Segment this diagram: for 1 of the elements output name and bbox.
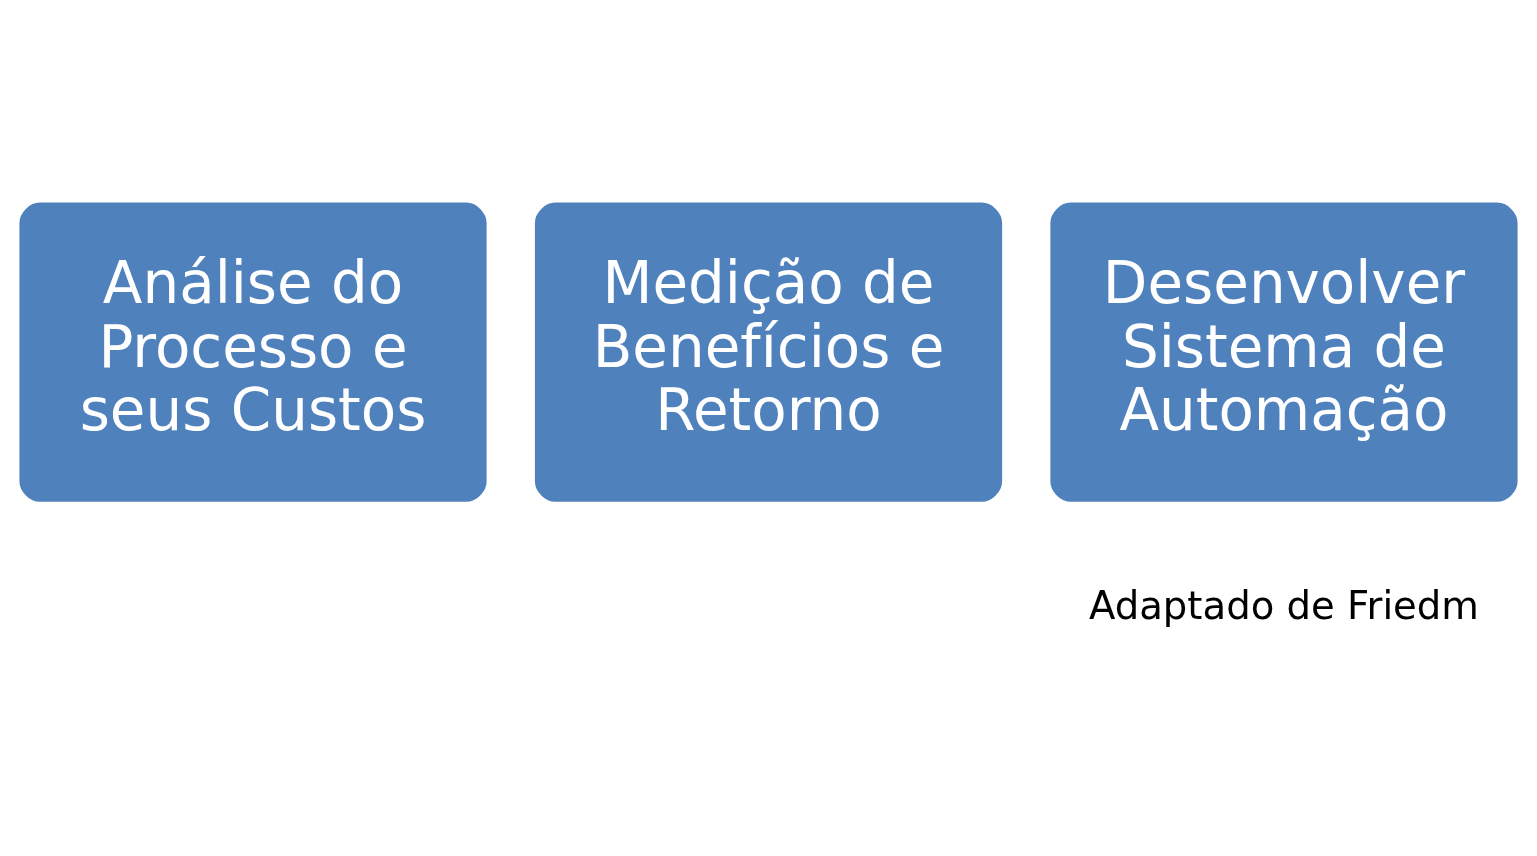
label: Adaptado de Friedm (1088, 582, 1479, 628)
